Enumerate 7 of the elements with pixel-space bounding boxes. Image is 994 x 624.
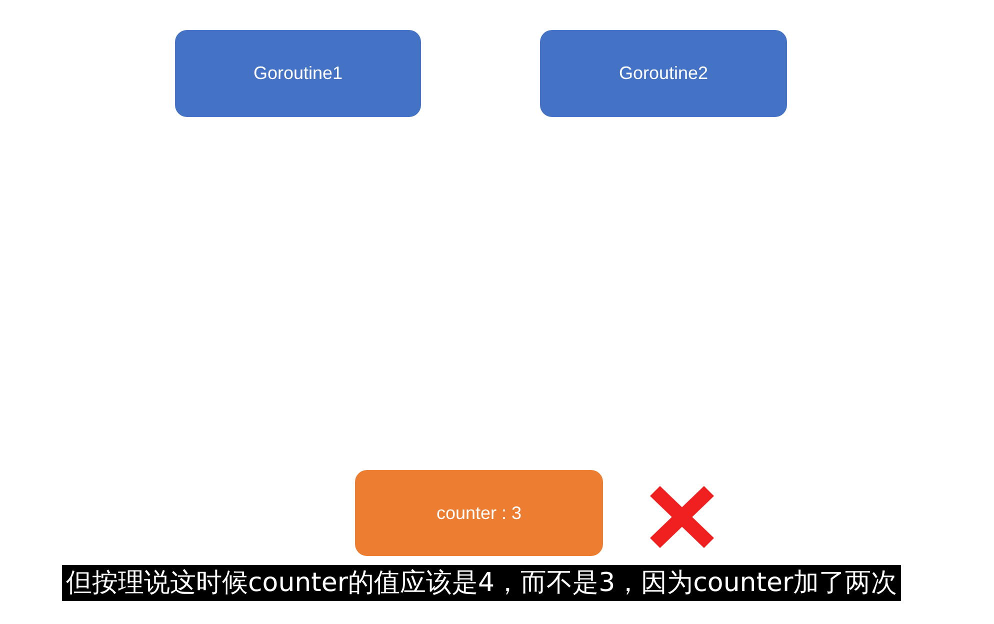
process-box <box>540 30 787 117</box>
process-box <box>175 30 421 117</box>
node-label: Goroutine1 <box>253 63 343 84</box>
node-label: Goroutine2 <box>618 63 708 84</box>
node-label: counter : 3 <box>436 502 522 524</box>
process-box <box>355 470 603 556</box>
subtitle-caption: 但按理说这时候counter的值应该是4，而不是3，因为counter加了两次 <box>62 565 902 601</box>
